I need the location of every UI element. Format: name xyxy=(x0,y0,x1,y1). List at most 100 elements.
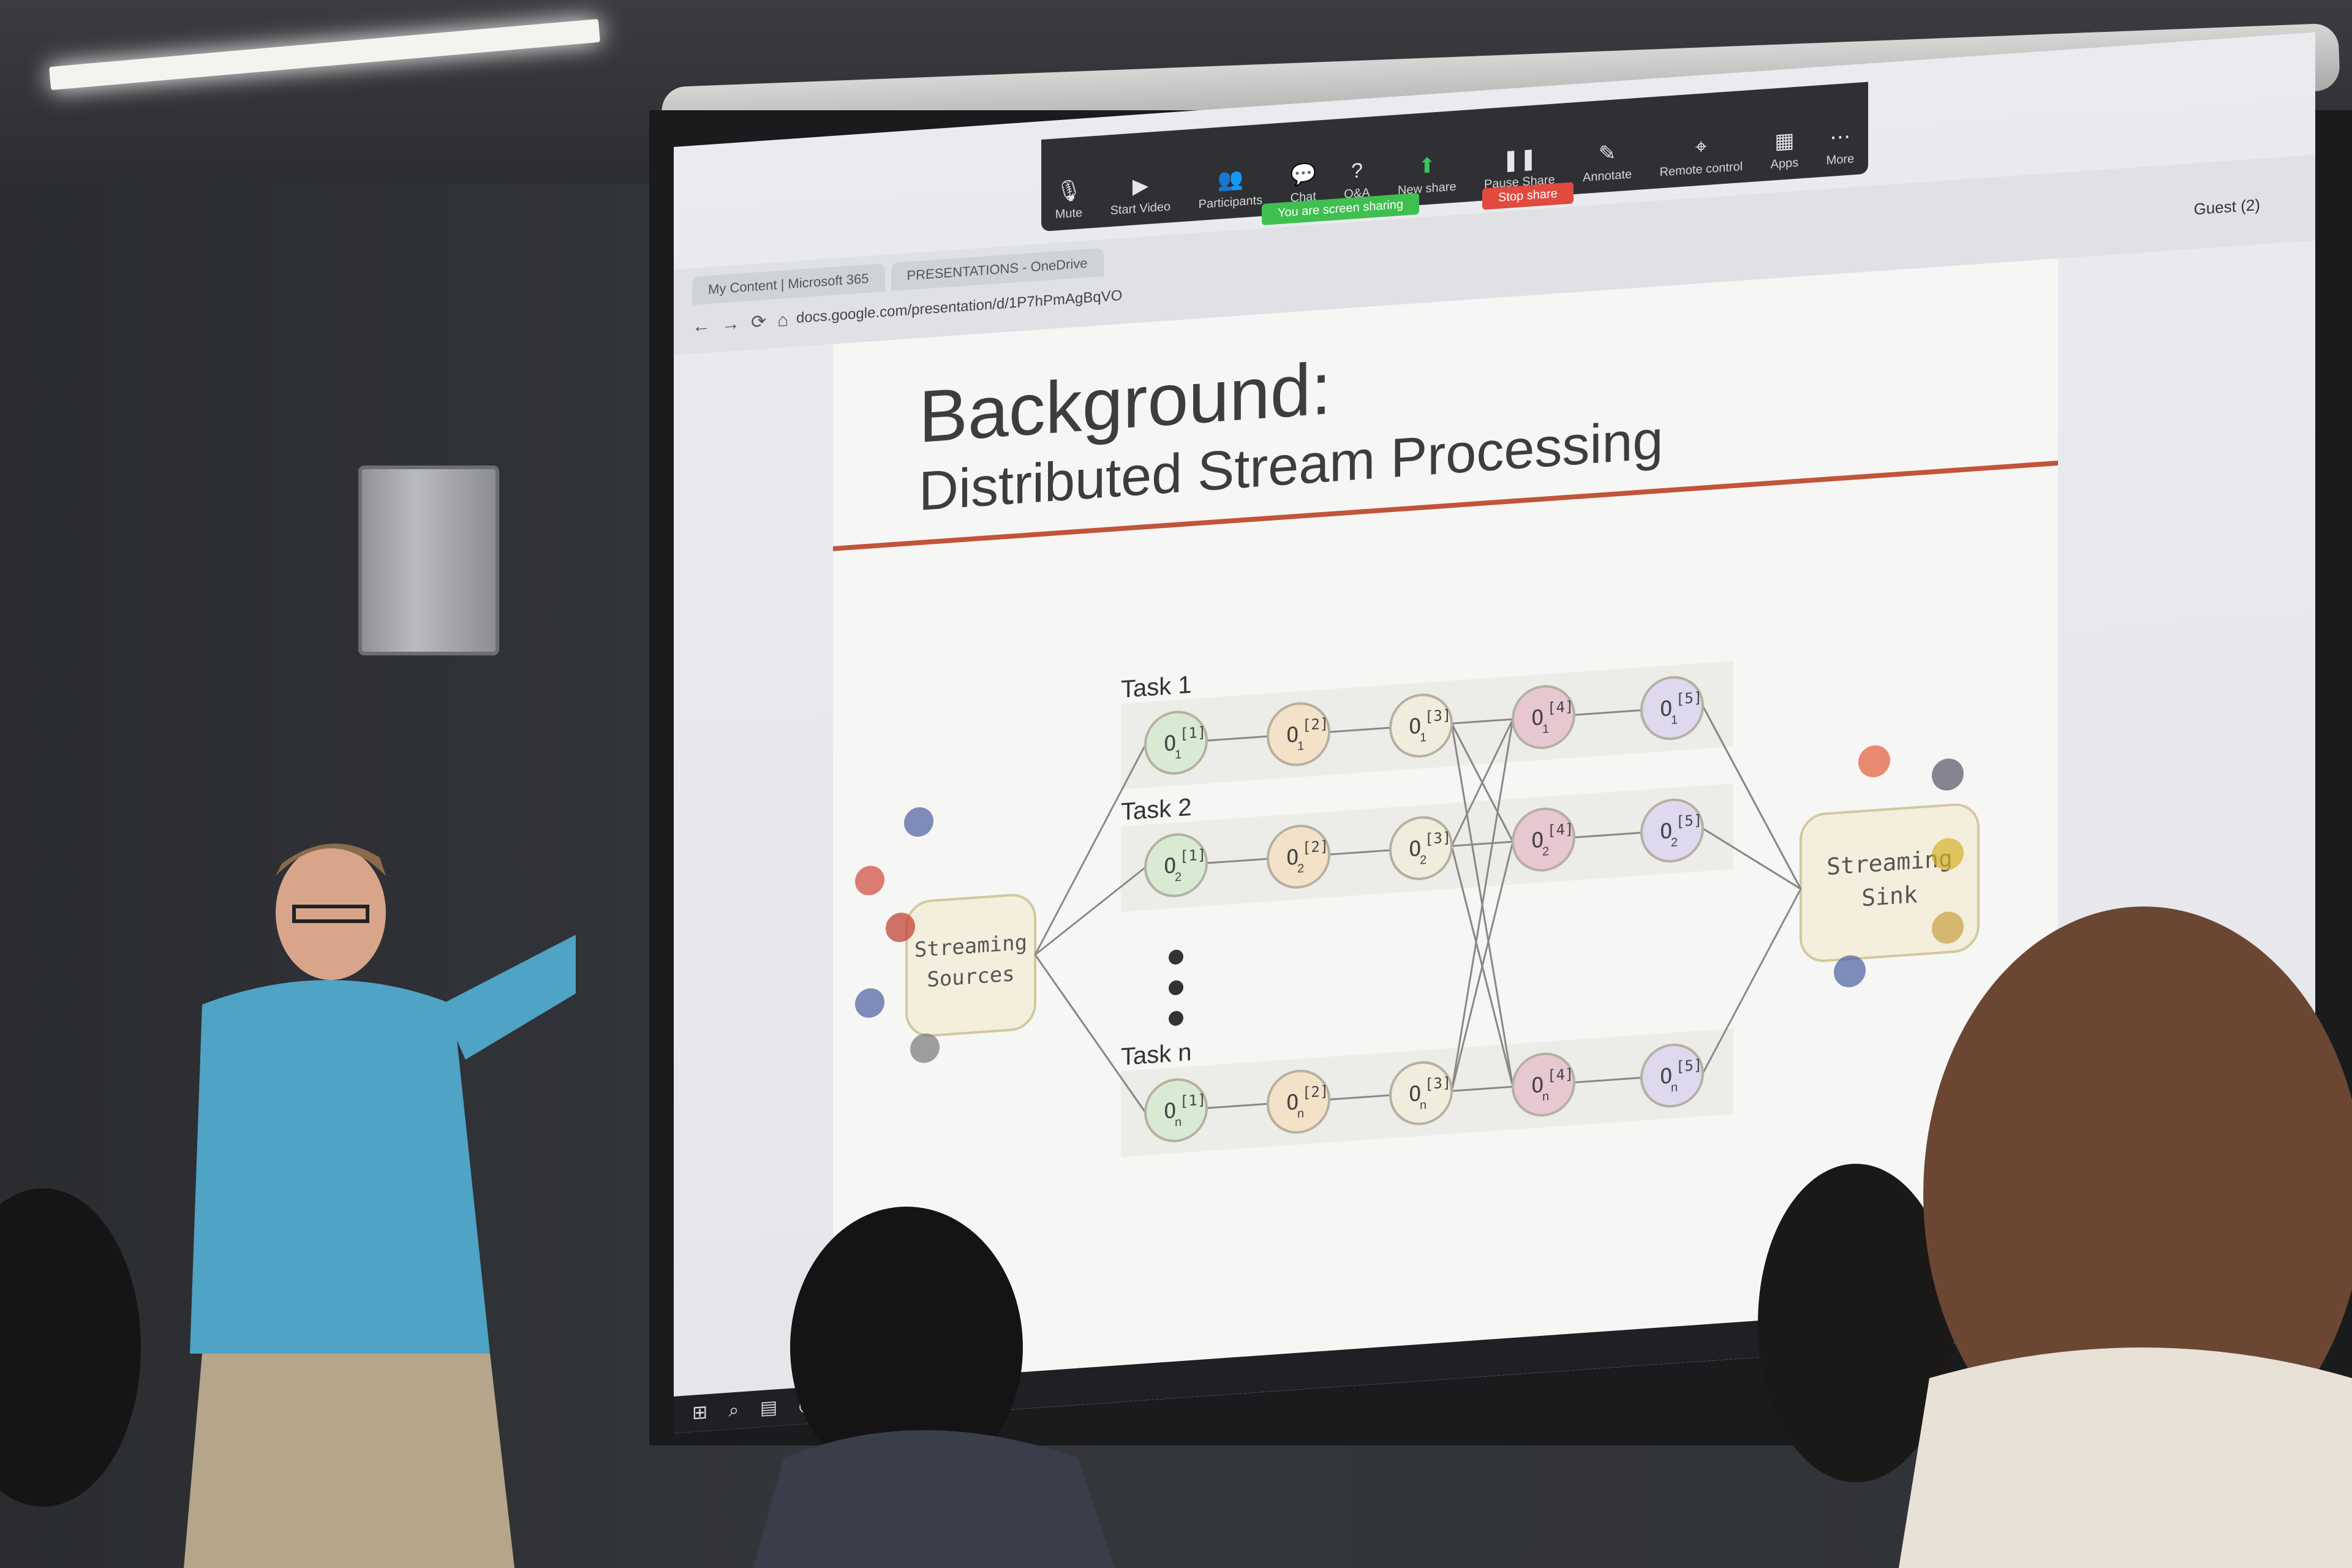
operator-letter: O xyxy=(1286,1090,1298,1115)
edge-line xyxy=(1207,735,1268,742)
edge-line xyxy=(1034,954,1147,1114)
operator-index: [1] xyxy=(1180,723,1206,742)
browser-tab[interactable]: PRESENTATIONS - OneDrive xyxy=(891,247,1104,292)
edge-line xyxy=(1035,867,1146,956)
source-device-icon xyxy=(855,865,884,895)
apps-button[interactable]: ▦Apps xyxy=(1771,128,1799,172)
edge-line xyxy=(1450,841,1514,1091)
video-camera-icon: ▶ xyxy=(1132,173,1148,198)
apps-icon: ▦ xyxy=(1774,129,1795,154)
edge-line xyxy=(1207,858,1268,864)
operator-node xyxy=(1389,816,1453,880)
operator-node xyxy=(1389,693,1453,758)
task-label: Task n xyxy=(1121,1039,1192,1071)
browser-nav-icons[interactable]: ←→⟳⌂ xyxy=(692,309,800,337)
edge-line xyxy=(1452,718,1513,725)
presenter-trousers xyxy=(184,1354,514,1568)
edge-line xyxy=(1574,709,1642,716)
participants-button[interactable]: 👥Participants xyxy=(1199,165,1263,212)
edge-line xyxy=(1702,705,1802,890)
source-device-icon xyxy=(855,988,884,1018)
remote-control-button[interactable]: ⌖Remote control xyxy=(1660,132,1743,179)
operator-letter: O xyxy=(1409,714,1421,739)
operator-index: [5] xyxy=(1676,1057,1702,1076)
operator-letter: O xyxy=(1660,1064,1672,1089)
operator-letter: O xyxy=(1660,819,1672,844)
operator-index: [4] xyxy=(1547,1065,1574,1084)
file-explorer-icon[interactable]: ▤ xyxy=(760,1397,778,1419)
browser-tab[interactable]: My Content | Microsoft 365 xyxy=(692,263,885,305)
source-device-icon xyxy=(904,807,933,837)
operator-letter: O xyxy=(1286,845,1298,870)
operator-task-subscript: 1 xyxy=(1542,722,1549,736)
operator-task-subscript: n xyxy=(1297,1107,1304,1121)
more-button[interactable]: ⋯More xyxy=(1826,124,1855,168)
presentation-slide: Background: Distributed Stream Processin… xyxy=(833,258,2058,1422)
participants-icon: 👥 xyxy=(1217,167,1244,192)
new-share-button[interactable]: ⬆New share xyxy=(1398,152,1457,198)
windows-icon[interactable]: ⊞ xyxy=(692,1402,708,1423)
edge-line xyxy=(1329,726,1390,733)
mute-button[interactable]: 🎙Mute xyxy=(1055,178,1082,222)
qa-icon: ? xyxy=(1351,159,1363,183)
mouse-icon: ⌖ xyxy=(1695,135,1707,159)
q-a-button[interactable]: ?Q&A xyxy=(1344,159,1370,202)
operator-node xyxy=(1267,824,1330,889)
operator-node xyxy=(1640,1043,1704,1108)
operator-node xyxy=(1144,710,1208,775)
operator-index: [2] xyxy=(1302,837,1329,856)
operator-index: [4] xyxy=(1547,698,1574,717)
toolbar-button-label: Start Video xyxy=(1110,200,1171,218)
presenter-shirt xyxy=(190,980,490,1354)
operator-index: [4] xyxy=(1547,820,1574,839)
stream-processing-diagram: StreamingSourcesStreamingSinkO1[1]O1[2]O… xyxy=(855,661,1980,1157)
share-arrow-icon: ⬆ xyxy=(1418,154,1436,179)
operator-task-subscript: n xyxy=(1671,1080,1678,1095)
toolbar-button-label: Mute xyxy=(1055,206,1083,222)
search-icon[interactable]: ⌕ xyxy=(728,1400,739,1421)
edge-line xyxy=(1702,888,1802,1074)
chat-button[interactable]: 💬Chat xyxy=(1291,162,1316,206)
profile-button[interactable]: Guest (2) xyxy=(2193,195,2260,219)
projected-screen: 🎙Mute ▶ Start Video 👥Participants 💬Chat ?Q&A ⬆… xyxy=(674,32,2315,1433)
operator-task-subscript: 2 xyxy=(1420,853,1427,867)
source-device-icon xyxy=(910,1033,940,1063)
toolbar-button-label: Remote control xyxy=(1659,159,1743,179)
streaming-sink-label: Sink xyxy=(1861,881,1918,911)
sink-device-icon xyxy=(1932,758,1964,791)
operator-letter: O xyxy=(1660,696,1672,722)
presenter-arm-sleeve xyxy=(441,935,576,1060)
streaming-sources-cylinder xyxy=(905,894,1036,1037)
operator-node xyxy=(1144,1078,1208,1142)
edge-line xyxy=(1702,827,1801,890)
operator-node xyxy=(1389,1061,1453,1125)
start-video-button[interactable]: ▶ Start Video xyxy=(1110,172,1171,218)
operator-node xyxy=(1144,833,1208,897)
sink-device-icon xyxy=(1932,838,1964,870)
chrome-icon[interactable]: ◉ xyxy=(798,1394,815,1416)
annotate-button[interactable]: ✎Annotate xyxy=(1583,140,1632,186)
operator-letter: O xyxy=(1164,731,1176,756)
operator-task-subscript: 1 xyxy=(1420,731,1427,745)
edge-line xyxy=(1450,719,1514,1091)
sink-device-icon xyxy=(1834,955,1866,987)
chat-icon: 💬 xyxy=(1290,162,1316,187)
edge-line xyxy=(1329,849,1390,856)
presenter xyxy=(184,843,576,1568)
presenter-head xyxy=(276,845,386,980)
sink-device-icon xyxy=(1858,745,1890,778)
operator-letter: O xyxy=(1409,837,1421,862)
operator-node xyxy=(1512,807,1575,872)
ellipsis-dot xyxy=(1169,1011,1183,1026)
operator-node xyxy=(1640,676,1704,741)
toolbar-button-label: Annotate xyxy=(1583,167,1632,185)
edge-line xyxy=(1452,840,1513,847)
edge-line xyxy=(1450,718,1514,846)
pencil-icon: ✎ xyxy=(1598,141,1616,166)
operator-index: [3] xyxy=(1425,706,1451,725)
operator-index: [5] xyxy=(1676,689,1702,708)
operator-task-subscript: 1 xyxy=(1297,739,1304,753)
toolbar-button-label: More xyxy=(1826,152,1855,168)
operator-task-subscript: 2 xyxy=(1297,862,1304,876)
source-device-icon xyxy=(886,913,915,943)
